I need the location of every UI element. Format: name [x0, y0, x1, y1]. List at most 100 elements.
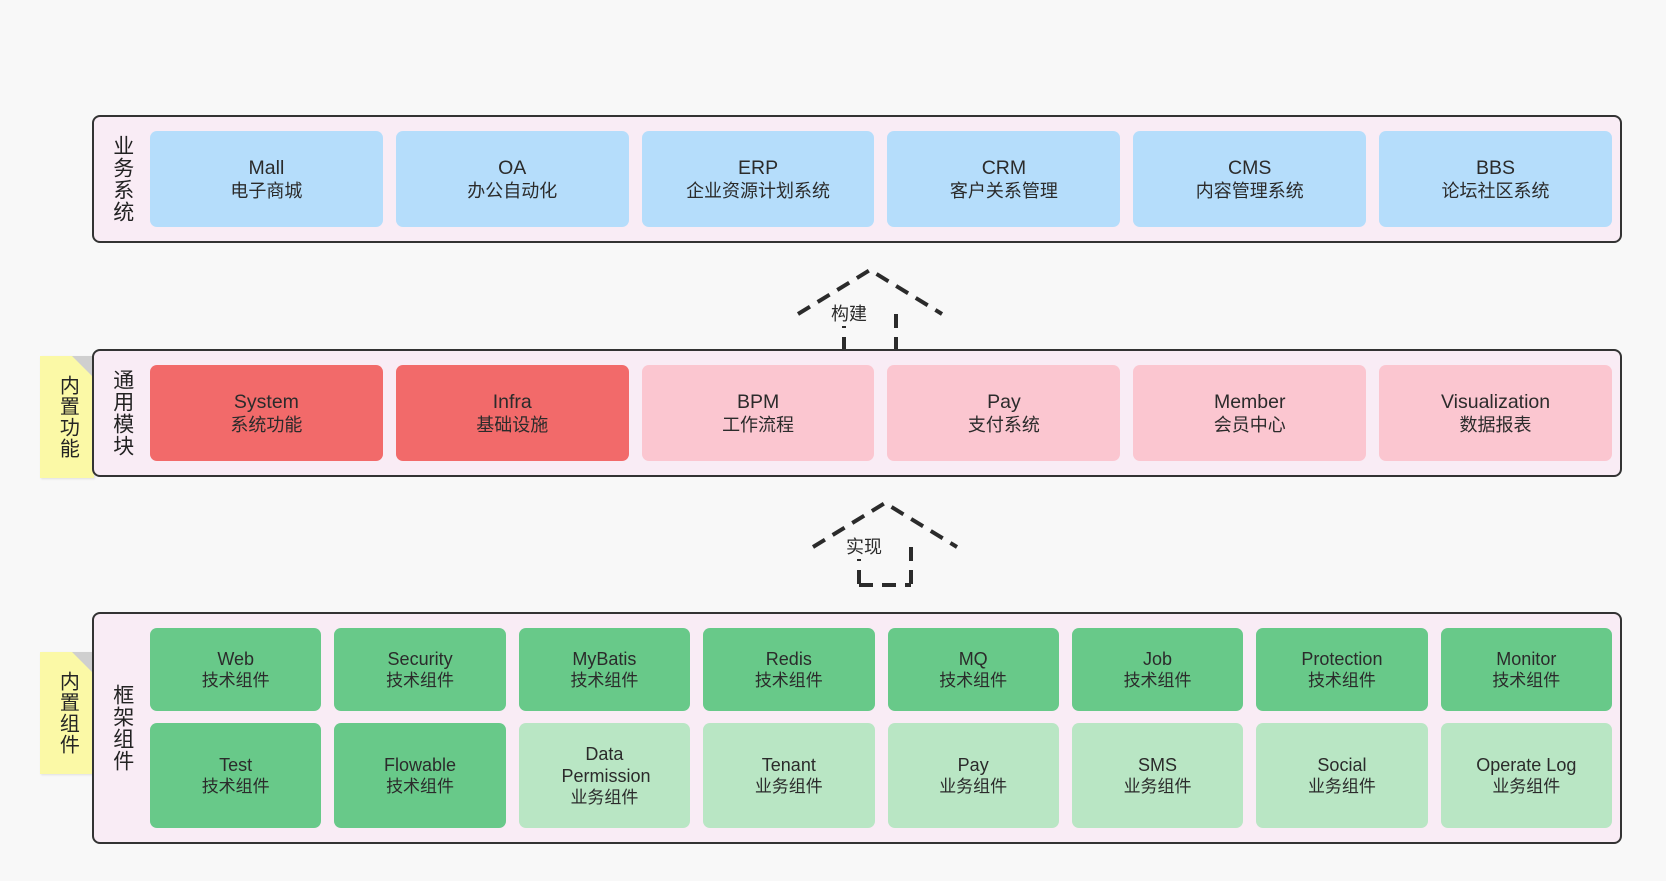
card-title-cn: 技术组件: [386, 777, 455, 797]
layer-body-common-module: System 系统功能 Infra 基础设施 BPM 工作流程 Pay 支付系统…: [150, 351, 1620, 475]
card-title-cn: 论坛社区系统: [1441, 180, 1550, 201]
implement-arrow-icon: [811, 500, 959, 587]
connector-label-implement: 实现: [843, 533, 885, 559]
card-title-en: Pay: [987, 390, 1021, 413]
card-crm[interactable]: CRM 客户关系管理: [887, 131, 1121, 227]
card-title-en: System: [233, 390, 299, 413]
card-sms[interactable]: SMS 业务组件: [1071, 722, 1244, 828]
card-title-en: Job: [1143, 648, 1173, 669]
card-oa[interactable]: OA 办公自动化: [395, 131, 629, 227]
card-title-en: Monitor: [1496, 648, 1557, 669]
card-title-cn: 内容管理系统: [1195, 180, 1304, 201]
card-title-en: OA: [498, 156, 527, 179]
card-title-en: MyBatis: [572, 648, 637, 669]
card-title-en: BBS: [1476, 156, 1516, 179]
card-title-en: CRM: [981, 156, 1027, 179]
card-title-cn: 系统功能: [230, 414, 303, 435]
card-cms[interactable]: CMS 内容管理系统: [1133, 131, 1367, 227]
card-title-cn: 技术组件: [754, 671, 823, 691]
card-mall[interactable]: Mall 电子商城: [150, 131, 383, 227]
card-title-cn: 工作流程: [722, 414, 795, 435]
card-title-cn: 技术组件: [201, 777, 270, 797]
card-title-cn: 技术组件: [570, 671, 639, 691]
card-monitor[interactable]: Monitor 技术组件: [1440, 628, 1612, 711]
card-bpm[interactable]: BPM 工作流程: [641, 365, 875, 461]
card-title-cn: 技术组件: [1123, 671, 1192, 691]
card-title-en: BPM: [736, 390, 780, 413]
card-title-cn: 客户关系管理: [949, 180, 1058, 201]
card-row: Web 技术组件 Security 技术组件 MyBatis 技术组件 Redi…: [150, 628, 1612, 711]
connector-label-build: 构建: [828, 300, 870, 326]
card-mybatis[interactable]: MyBatis 技术组件: [518, 628, 691, 711]
card-title-cn: 支付系统: [967, 414, 1040, 435]
card-title-cn: 业务组件: [939, 777, 1008, 797]
note-label: 内置组件: [56, 671, 79, 755]
card-title-cn: 业务组件: [1307, 777, 1376, 797]
card-title-cn: 企业资源计划系统: [686, 180, 831, 201]
layer-title-framework-component: 框架组件: [110, 684, 134, 772]
card-infra[interactable]: Infra 基础设施: [395, 365, 629, 461]
layer-business-system: 业务系统 Mall 电子商城 OA 办公自动化 ERP 企业资源计划系统 CRM…: [92, 115, 1622, 243]
card-title-en: Tenant: [761, 754, 816, 775]
card-title-en: Visualization: [1440, 390, 1551, 413]
card-flowable[interactable]: Flowable 技术组件: [334, 722, 506, 828]
card-title-cn: 基础设施: [476, 414, 549, 435]
card-title-cn: 业务组件: [754, 777, 823, 797]
layer-title-common-module: 通用模块: [110, 369, 134, 457]
card-row: System 系统功能 Infra 基础设施 BPM 工作流程 Pay 支付系统…: [150, 365, 1612, 461]
layer-body-business-system: Mall 电子商城 OA 办公自动化 ERP 企业资源计划系统 CRM 客户关系…: [150, 117, 1620, 241]
card-mq[interactable]: MQ 技术组件: [887, 628, 1059, 711]
card-title-en: Web: [217, 648, 255, 669]
card-bbs[interactable]: BBS 论坛社区系统: [1379, 131, 1612, 227]
build-arrow-icon: [796, 267, 944, 354]
card-title-en: MQ: [958, 648, 988, 669]
card-data-permission[interactable]: Data Permission 业务组件: [518, 722, 691, 828]
note-label: 内置功能: [56, 375, 79, 459]
card-visualization[interactable]: Visualization 数据报表: [1379, 365, 1612, 461]
card-pay[interactable]: Pay 支付系统: [887, 365, 1121, 461]
card-operate-log[interactable]: Operate Log 业务组件: [1440, 722, 1612, 828]
layer-framework-component: 框架组件 Web 技术组件 Security 技术组件 MyBatis 技术组件…: [92, 612, 1622, 844]
card-title-en: Operate Log: [1476, 754, 1577, 775]
card-title-cn: 电子商城: [230, 180, 303, 201]
card-row: Test 技术组件 Flowable 技术组件 Data Permission …: [150, 722, 1612, 828]
card-title-en: Flowable: [384, 754, 457, 775]
card-system[interactable]: System 系统功能: [150, 365, 383, 461]
card-social[interactable]: Social 业务组件: [1256, 722, 1428, 828]
card-web[interactable]: Web 技术组件: [150, 628, 322, 711]
card-title-cn: 会员中心: [1213, 414, 1286, 435]
card-title-en: Security: [387, 648, 453, 669]
connector-build: 构建: [790, 262, 950, 354]
card-title-cn: 办公自动化: [467, 180, 558, 201]
card-member[interactable]: Member 会员中心: [1133, 365, 1367, 461]
card-title-cn: 技术组件: [201, 671, 270, 691]
card-row: Mall 电子商城 OA 办公自动化 ERP 企业资源计划系统 CRM 客户关系…: [150, 131, 1612, 227]
card-erp[interactable]: ERP 企业资源计划系统: [641, 131, 875, 227]
card-redis[interactable]: Redis 技术组件: [703, 628, 875, 711]
layer-body-framework-component: Web 技术组件 Security 技术组件 MyBatis 技术组件 Redi…: [150, 614, 1620, 842]
connector-implement: 实现: [805, 495, 965, 587]
card-security[interactable]: Security 技术组件: [334, 628, 506, 711]
card-title-en: Data Permission: [561, 743, 651, 786]
card-title-en: ERP: [738, 156, 779, 179]
card-title-en: Protection: [1301, 648, 1383, 669]
card-protection[interactable]: Protection 技术组件: [1256, 628, 1428, 711]
card-title-en: Member: [1213, 390, 1286, 413]
card-title-cn: 技术组件: [1492, 671, 1561, 691]
card-title-cn: 业务组件: [570, 788, 639, 808]
card-title-cn: 技术组件: [939, 671, 1008, 691]
card-title-cn: 技术组件: [1307, 671, 1376, 691]
card-title-en: SMS: [1138, 754, 1178, 775]
card-job[interactable]: Job 技术组件: [1071, 628, 1244, 711]
card-title-en: Mall: [248, 156, 285, 179]
card-pay-component[interactable]: Pay 业务组件: [887, 722, 1059, 828]
note-builtin-component: 内置组件: [40, 652, 94, 774]
card-title-en: Pay: [957, 754, 989, 775]
card-test[interactable]: Test 技术组件: [150, 722, 322, 828]
layer-title-business-system: 业务系统: [110, 135, 134, 223]
card-title-cn: 业务组件: [1492, 777, 1561, 797]
card-title-en: Redis: [765, 648, 812, 669]
note-builtin-function: 内置功能: [40, 356, 94, 478]
card-tenant[interactable]: Tenant 业务组件: [703, 722, 875, 828]
